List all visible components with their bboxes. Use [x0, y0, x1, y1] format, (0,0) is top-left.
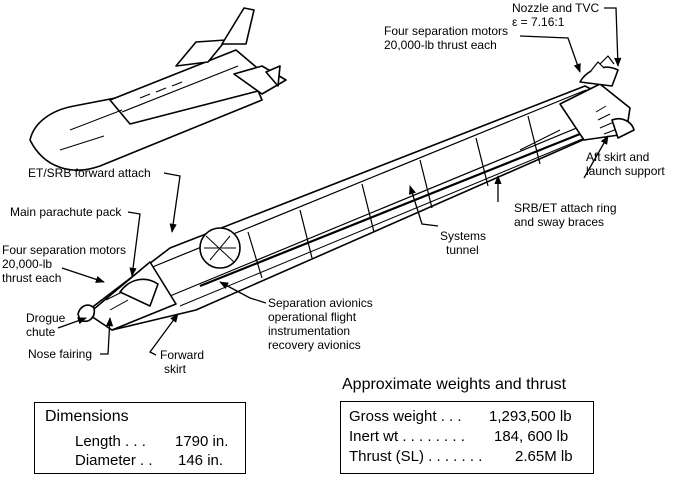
- forward-separation-motors-label: Four separation motors: [2, 243, 127, 257]
- dimensions-title: Dimensions: [45, 408, 129, 425]
- instrumentation-label: instrumentation: [268, 324, 351, 338]
- operational-flight-label: operational flight: [268, 310, 357, 324]
- diameter-label: Diameter . .: [75, 452, 153, 469]
- launch-support-label: launch support: [586, 164, 665, 178]
- drogue-chute-label: Drogue: [26, 311, 66, 325]
- systems-tunnel-label: Systems: [440, 229, 487, 243]
- thrust-sl-value: 2.65M lb: [515, 448, 573, 465]
- thrust-sl-label: Thrust (SL) . . . . . . .: [349, 448, 483, 465]
- gross-weight-value: 1,293,500 lb: [489, 408, 572, 425]
- aft-skirt-label: Aft skirt and: [586, 150, 650, 164]
- inert-weight-label: Inert wt . . . . . . . .: [349, 428, 465, 445]
- weights-thrust-title: Approximate weights and thrust: [342, 376, 567, 393]
- expansion-ratio-label: ε = 7.16:1: [512, 15, 565, 29]
- main-parachute-pack-label: Main parachute pack: [10, 205, 122, 219]
- forward-separation-motors-thrust-label: 20,000-lb: [2, 257, 53, 271]
- srb-et-attach-ring-label: SRB/ET attach ring: [514, 201, 617, 215]
- dimensions-box: Dimensions Length . . . 1790 in. Diamete…: [34, 402, 246, 474]
- diameter-value: 146 in.: [178, 452, 224, 469]
- recovery-avionics-label: recovery avionics: [268, 338, 361, 352]
- callout-arrows: [57, 7, 622, 356]
- sway-braces-label: and sway braces: [514, 215, 605, 229]
- space-shuttle-illustration: [29, 7, 287, 171]
- nose-fairing-label: Nose fairing: [28, 347, 93, 361]
- gross-weight-label: Gross weight . . .: [349, 408, 462, 425]
- separation-avionics-label: Separation avionics: [268, 296, 373, 310]
- weights-box: Gross weight . . . 1,293,500 lb Inert wt…: [340, 401, 594, 474]
- nozzle-tvc-label: Nozzle and TVC: [512, 1, 600, 15]
- et-srb-forward-attach-label: ET/SRB forward attach: [28, 166, 151, 180]
- aft-separation-motors-thrust-label: 20,000-lb thrust each: [384, 38, 497, 52]
- inert-weight-value: 184, 600 lb: [494, 428, 569, 445]
- drogue-chute-label-2: chute: [26, 325, 56, 339]
- forward-skirt-label-2: skirt: [164, 362, 186, 376]
- forward-separation-motors-each-label: thrust each: [2, 271, 62, 285]
- forward-skirt-label: Forward: [160, 348, 205, 362]
- srb-body: [77, 55, 635, 331]
- aft-separation-motors-label: Four separation motors: [384, 24, 509, 38]
- length-value: 1790 in.: [175, 433, 229, 450]
- systems-tunnel-label-2: tunnel: [446, 243, 479, 257]
- length-label: Length . . .: [75, 433, 146, 450]
